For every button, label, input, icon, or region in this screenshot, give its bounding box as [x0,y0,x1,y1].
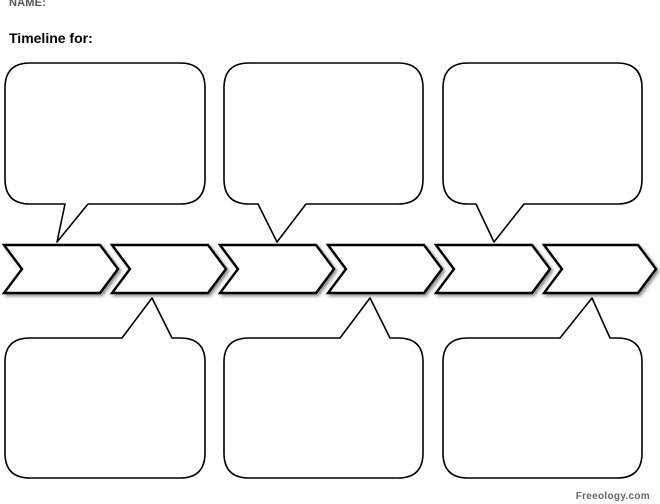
bottom-bubble-2[interactable] [223,297,424,479]
timeline-arrow-3 [217,243,336,295]
bottom-bubble-1[interactable] [4,297,206,479]
timeline-arrows [1,243,658,295]
timeline-arrow-2 [109,243,228,295]
page-title: Timeline for: [9,30,93,46]
bottom-bubble-3[interactable] [442,297,643,479]
site-credit: Freeology.com [575,491,650,502]
top-bubble-3[interactable] [442,62,643,243]
timeline-arrow-1 [1,243,120,295]
top-bubble-1[interactable] [4,62,206,243]
top-bubble-2[interactable] [223,62,424,243]
timeline-arrow-4 [325,243,444,295]
timeline-arrow-5 [433,243,552,295]
name-label: NAME: [9,0,47,9]
timeline-arrow-6 [541,243,658,295]
